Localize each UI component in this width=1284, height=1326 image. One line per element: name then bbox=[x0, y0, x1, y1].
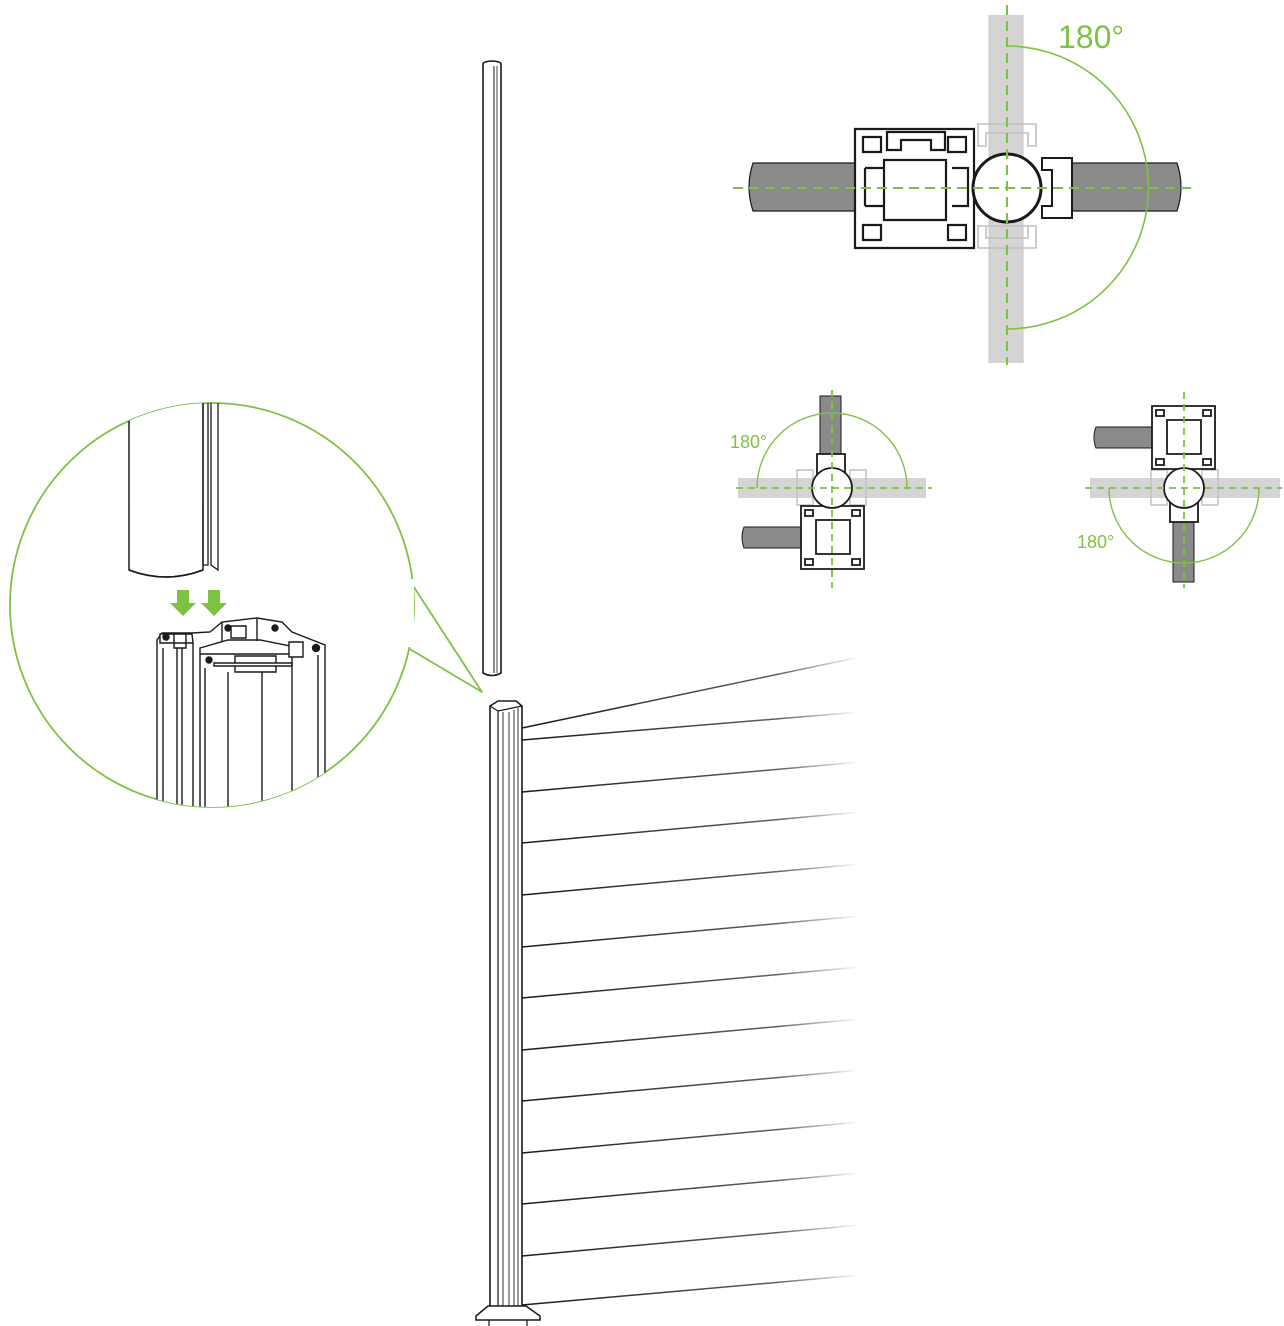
top-view-small-right: 180° bbox=[1077, 392, 1282, 588]
rotation-arc bbox=[1108, 487, 1260, 564]
angle-label-small-right: 180° bbox=[1077, 532, 1114, 552]
round-tube bbox=[482, 60, 502, 677]
top-view-large: 180° bbox=[733, 5, 1197, 365]
angle-label-large: 180° bbox=[1058, 19, 1124, 55]
tube-closeup bbox=[128, 403, 219, 578]
top-view-small-left: 180° bbox=[730, 390, 932, 588]
down-arrow-icon bbox=[170, 590, 196, 616]
down-arrow-icon bbox=[201, 590, 227, 616]
fence-boards bbox=[521, 656, 861, 1306]
magnifier-callout bbox=[9, 402, 483, 808]
rotation-arc bbox=[1006, 45, 1150, 330]
fence-post bbox=[475, 700, 541, 1326]
angle-label-small-left: 180° bbox=[730, 432, 767, 452]
post-closeup bbox=[156, 617, 326, 807]
rotation-arc bbox=[756, 412, 908, 489]
panel-dark-left bbox=[748, 162, 871, 212]
